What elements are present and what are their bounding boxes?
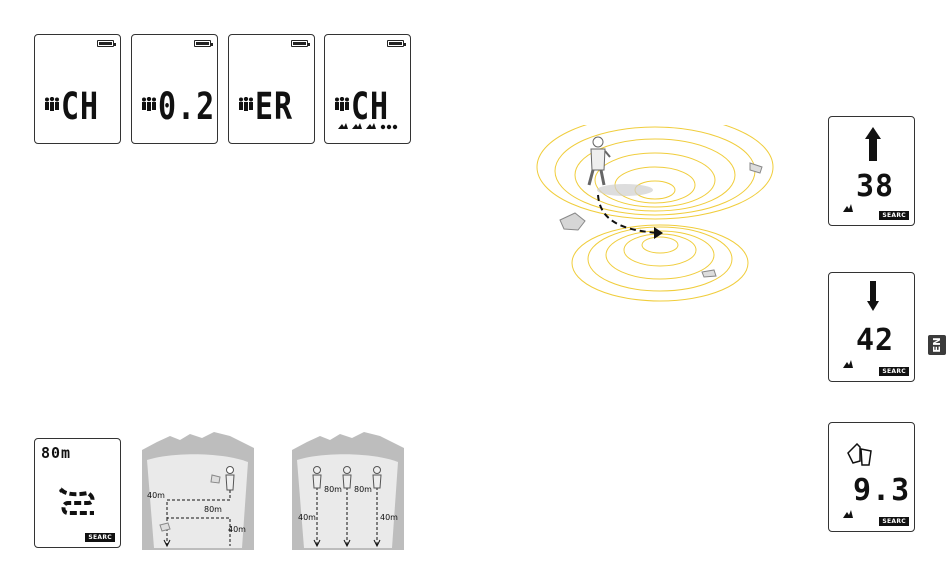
label-40m-right: 40m bbox=[380, 513, 398, 522]
rescuer-figure bbox=[589, 137, 610, 185]
label-80m-b: 80m bbox=[354, 485, 372, 494]
group-people-icon bbox=[44, 97, 60, 111]
lcd-text: 0.2 bbox=[158, 85, 215, 129]
search-mode-badge: SEARC bbox=[879, 211, 909, 220]
label-40m-left: 40m bbox=[147, 491, 165, 500]
single-rescuer-strip-illustration: 40m 80m 40m bbox=[142, 430, 254, 550]
arrow-down-icon bbox=[867, 281, 879, 311]
lcd-text: CH bbox=[61, 85, 99, 129]
victim-icon bbox=[843, 510, 853, 518]
search-mode-badge: SEARC bbox=[879, 367, 909, 376]
split-arrows-icon bbox=[847, 443, 873, 467]
lcd-screen-ch: CH bbox=[34, 34, 121, 144]
label-40m-right: 40m bbox=[228, 525, 246, 534]
range-text: 80m bbox=[41, 444, 71, 462]
victim-markers-icon bbox=[337, 121, 401, 131]
search-mode-badge: SEARC bbox=[85, 533, 115, 542]
language-tab-label: EN bbox=[927, 336, 947, 354]
label-80m-a: 80m bbox=[324, 485, 342, 494]
battery-icon bbox=[291, 40, 308, 47]
lcd-screen-direction-ahead: 38 SEARC bbox=[828, 116, 915, 226]
lcd-text: ER bbox=[255, 85, 293, 129]
battery-icon bbox=[97, 40, 114, 47]
battery-icon bbox=[387, 40, 404, 47]
label-40m-left: 40m bbox=[298, 513, 316, 522]
search-mode-badge: SEARC bbox=[879, 517, 909, 526]
battery-icon bbox=[194, 40, 211, 47]
language-tab[interactable]: EN bbox=[928, 335, 946, 355]
distance-number: 42 bbox=[856, 323, 894, 358]
arrow-up-icon bbox=[865, 127, 881, 161]
group-people-icon bbox=[141, 97, 157, 111]
lcd-screen-direction-down: 42 SEARC bbox=[828, 272, 915, 382]
distance-number: 38 bbox=[856, 169, 894, 204]
distance-number: 9.3 bbox=[853, 473, 910, 508]
lcd-screen-er: ER bbox=[228, 34, 315, 144]
multi-rescuer-strip-illustration: 80m 80m 40m 40m bbox=[292, 430, 404, 550]
lcd-screen-ch-multi: CH bbox=[324, 34, 411, 144]
victim-icon bbox=[843, 360, 853, 368]
group-people-icon bbox=[334, 97, 350, 111]
label-80m: 80m bbox=[204, 505, 222, 514]
strip-pattern-icon bbox=[58, 483, 98, 523]
lcd-screen-0-2: 0.2 bbox=[131, 34, 218, 144]
lcd-screen-direction-split: 9.3 SEARC bbox=[828, 422, 915, 532]
lcd-screen-strip-width: 80m SEARC bbox=[34, 438, 121, 548]
victim-icon bbox=[843, 204, 853, 212]
rescuer-figure bbox=[226, 467, 234, 491]
field-lines-illustration bbox=[530, 125, 780, 305]
group-people-icon bbox=[238, 97, 254, 111]
